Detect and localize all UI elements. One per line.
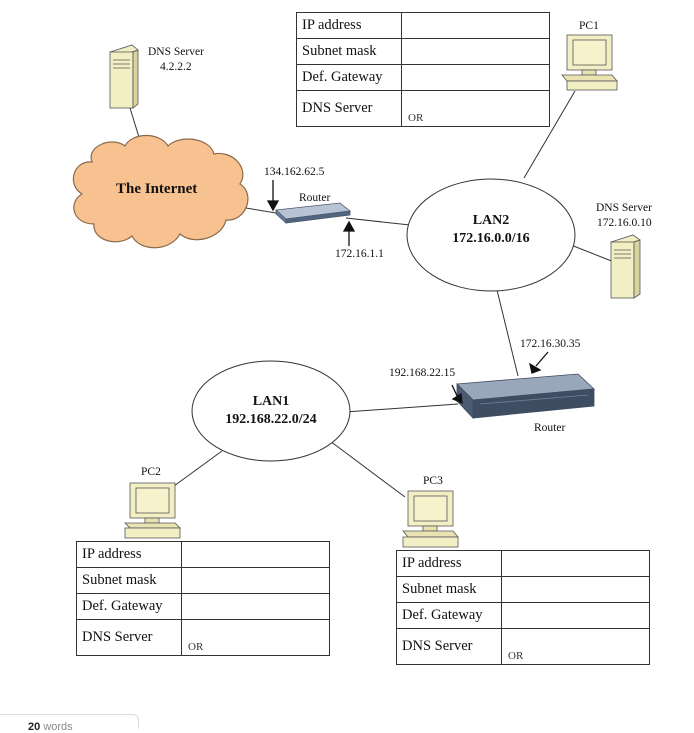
router2-ip-lan1: 192.168.22.15 [389,367,455,379]
pc3-icon [402,490,459,548]
ip-address-field[interactable] [401,12,550,39]
pc1-label: PC1 [579,20,599,32]
pc3-config-table: IP address Subnet mask Def. Gateway DNS … [396,550,650,665]
row-label: Subnet mask [396,576,502,603]
or-text: OR [188,641,204,653]
row-label: Subnet mask [296,38,402,65]
gateway-field[interactable] [401,64,550,91]
row-label: IP address [396,550,502,577]
lan1-ellipse [191,360,351,462]
row-label: IP address [76,541,182,568]
dns-right-ip: 172.16.0.10 [597,217,652,229]
lan2-network: 172.16.0.0/16 [452,231,529,246]
lan2-label: LAN2 [473,213,510,228]
router1-label: Router [299,192,330,204]
router1-icon [275,202,351,224]
link-lan1-pc3 [329,440,406,498]
pc2-label: PC2 [141,466,161,478]
link-lan1-pc2 [173,450,223,487]
link-router1-lan2 [345,217,411,226]
link-lan2-router2 [496,289,519,377]
dns-server-field[interactable]: OR [181,619,330,656]
row-label: DNS Server [396,628,502,665]
router1-ip-outer: 134.162.62.5 [264,166,325,178]
router1-arrows [266,180,356,246]
pc1-icon [561,34,618,91]
router2-icon [456,373,595,420]
dns-top-ip: 4.2.2.2 [160,61,192,73]
link-lan2-pc1 [523,90,576,179]
router1-ip-inner: 172.16.1.1 [335,248,384,260]
pc2-config-table: IP address Subnet mask Def. Gateway DNS … [76,541,330,656]
or-text: OR [408,112,424,124]
row-label: Def. Gateway [76,593,182,620]
ip-address-field[interactable] [181,541,330,568]
subnet-mask-field[interactable] [181,567,330,594]
lan2-ellipse [406,178,576,292]
internet-label: The Internet [116,181,197,197]
word-count-number: 20 [28,721,41,733]
dns-server-right-icon [610,234,641,299]
dns-server-field[interactable]: OR [501,628,650,665]
row-label: IP address [296,12,402,39]
row-label: Def. Gateway [296,64,402,91]
ip-address-field[interactable] [501,550,650,577]
link-lan2-dns-right [570,244,615,263]
lan1-label: LAN1 [253,394,290,409]
or-text: OR [508,650,524,662]
internet-cloud-icon [72,134,249,249]
row-label: Def. Gateway [396,602,502,629]
word-count-unit: words [43,721,73,733]
pc3-label: PC3 [423,475,443,487]
gateway-field[interactable] [501,602,650,629]
word-count-text: 20 words [28,721,73,733]
row-label: Subnet mask [76,567,182,594]
row-label: DNS Server [296,90,402,127]
router2-ip-lan2: 172.16.30.35 [520,338,581,350]
link-internet-router1 [245,207,277,214]
router2-arrows [451,351,549,405]
subnet-mask-field[interactable] [501,576,650,603]
pc2-icon [124,482,181,539]
dns-right-label: DNS Server [596,202,652,214]
gateway-field[interactable] [181,593,330,620]
router2-label: Router [534,422,565,434]
subnet-mask-field[interactable] [401,38,550,65]
dns-top-label: DNS Server [148,46,204,58]
pc1-config-table: IP address Subnet mask Def. Gateway DNS … [296,12,550,127]
word-count-badge: 20 words [0,714,139,733]
dns-server-top-icon [109,44,139,109]
lan1-network: 192.168.22.0/24 [225,412,316,427]
row-label: DNS Server [76,619,182,656]
dns-server-field[interactable]: OR [401,90,550,127]
